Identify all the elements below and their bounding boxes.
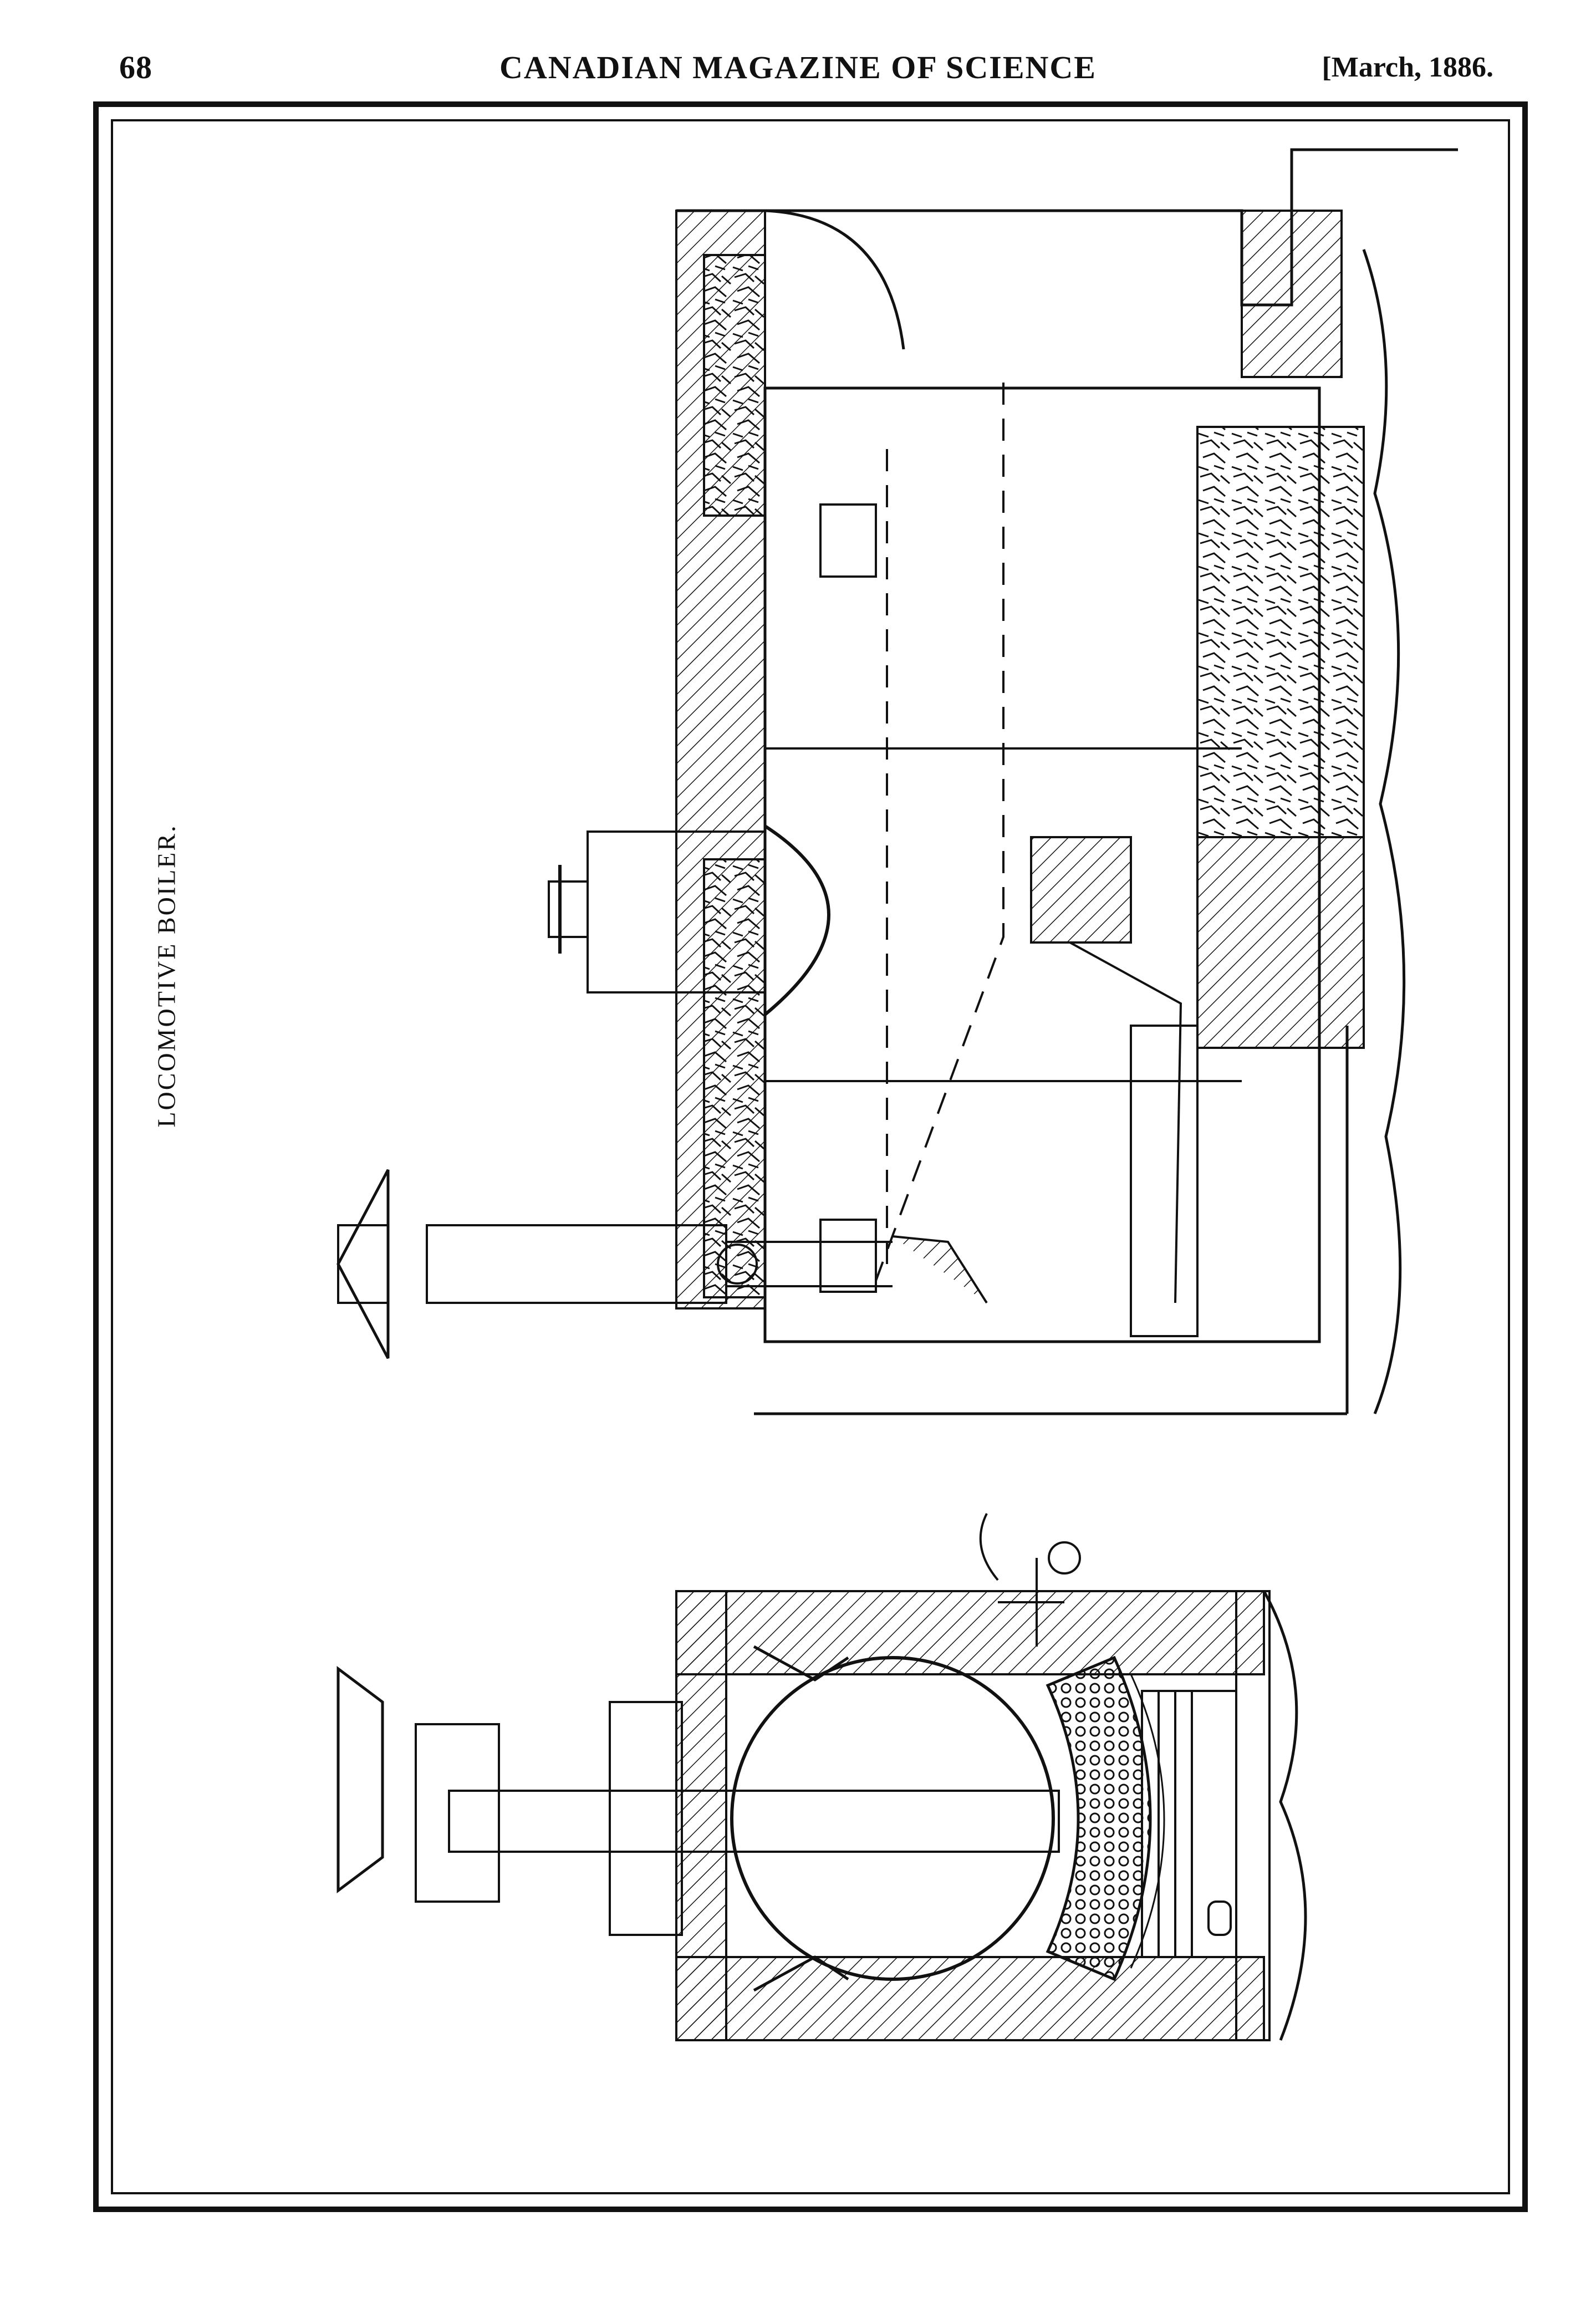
journal-title: CANADIAN MAGAZINE OF SCIENCE: [499, 49, 1097, 85]
end-section-view: [336, 1513, 1307, 2041]
running-head: 68 CANADIAN MAGAZINE OF SCIENCE [March, …: [0, 44, 1596, 94]
plate-caption-text: LOCOMOTIVE BOILER.: [152, 824, 181, 1128]
issue-date: [March, 1886.: [1322, 52, 1493, 83]
boiler-engraving: [336, 148, 1458, 2041]
side-section-view: [336, 148, 1458, 1415]
page-number: 68: [119, 49, 152, 85]
plate-frame: [93, 101, 1528, 2212]
plate-inner-border: [111, 119, 1510, 2194]
